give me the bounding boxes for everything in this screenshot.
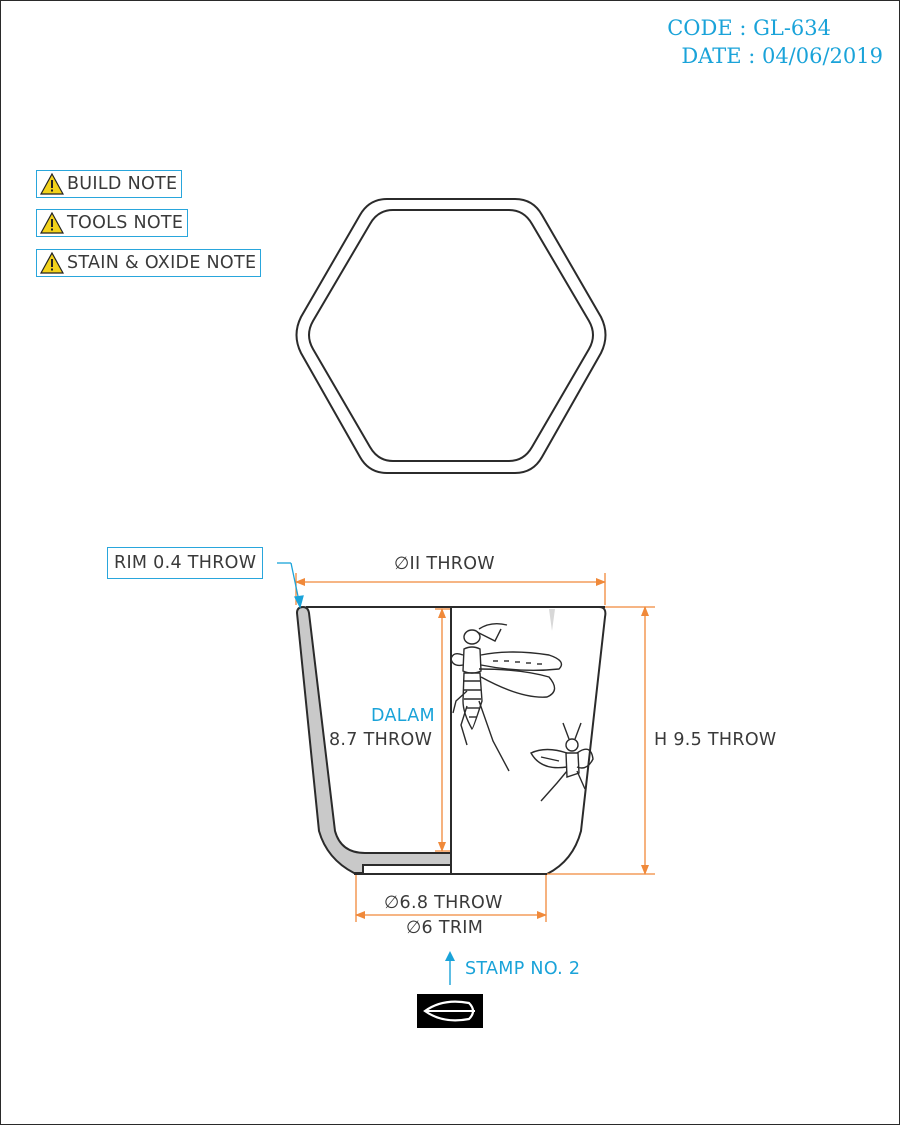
stamp-block [417, 994, 483, 1028]
drawing-date: DATE : 04/06/2019 [681, 44, 883, 68]
warning-icon [40, 212, 64, 234]
exterior-view [451, 606, 607, 875]
top-view-hexagon [295, 198, 607, 474]
stain-oxide-note-button[interactable]: STAIN & OXIDE NOTE [36, 249, 262, 277]
tools-note-label: TOOLS NOTE [67, 213, 184, 233]
base-diameter-trim-label: ∅6 TRIM [406, 918, 484, 938]
stamp-label: STAMP NO. 2 [465, 959, 581, 979]
inner-depth-label: 8.7 THROW [329, 730, 433, 750]
warning-icon [40, 173, 64, 195]
tools-note-button[interactable]: TOOLS NOTE [36, 209, 189, 237]
fly-illustration [530, 722, 594, 802]
stain-oxide-note-label: STAIN & OXIDE NOTE [67, 253, 257, 273]
stamp-arrow [445, 951, 455, 985]
inner-depth-title: DALAM [371, 706, 435, 726]
leaf-stamp-icon [423, 1000, 475, 1022]
build-note-label: BUILD NOTE [67, 174, 178, 194]
base-diameter-throw-label: ∅6.8 THROW [384, 893, 503, 913]
drawing-code: CODE : GL-634 [667, 16, 831, 40]
dragonfly-illustration [450, 622, 563, 772]
height-label: H 9.5 THROW [654, 730, 777, 750]
rim-leader-line [277, 562, 304, 609]
rim-thickness-label: RIM 0.4 THROW [107, 547, 264, 579]
build-note-button[interactable]: BUILD NOTE [36, 170, 183, 198]
warning-icon [40, 252, 64, 274]
top-diameter-label: ∅II THROW [394, 554, 495, 574]
